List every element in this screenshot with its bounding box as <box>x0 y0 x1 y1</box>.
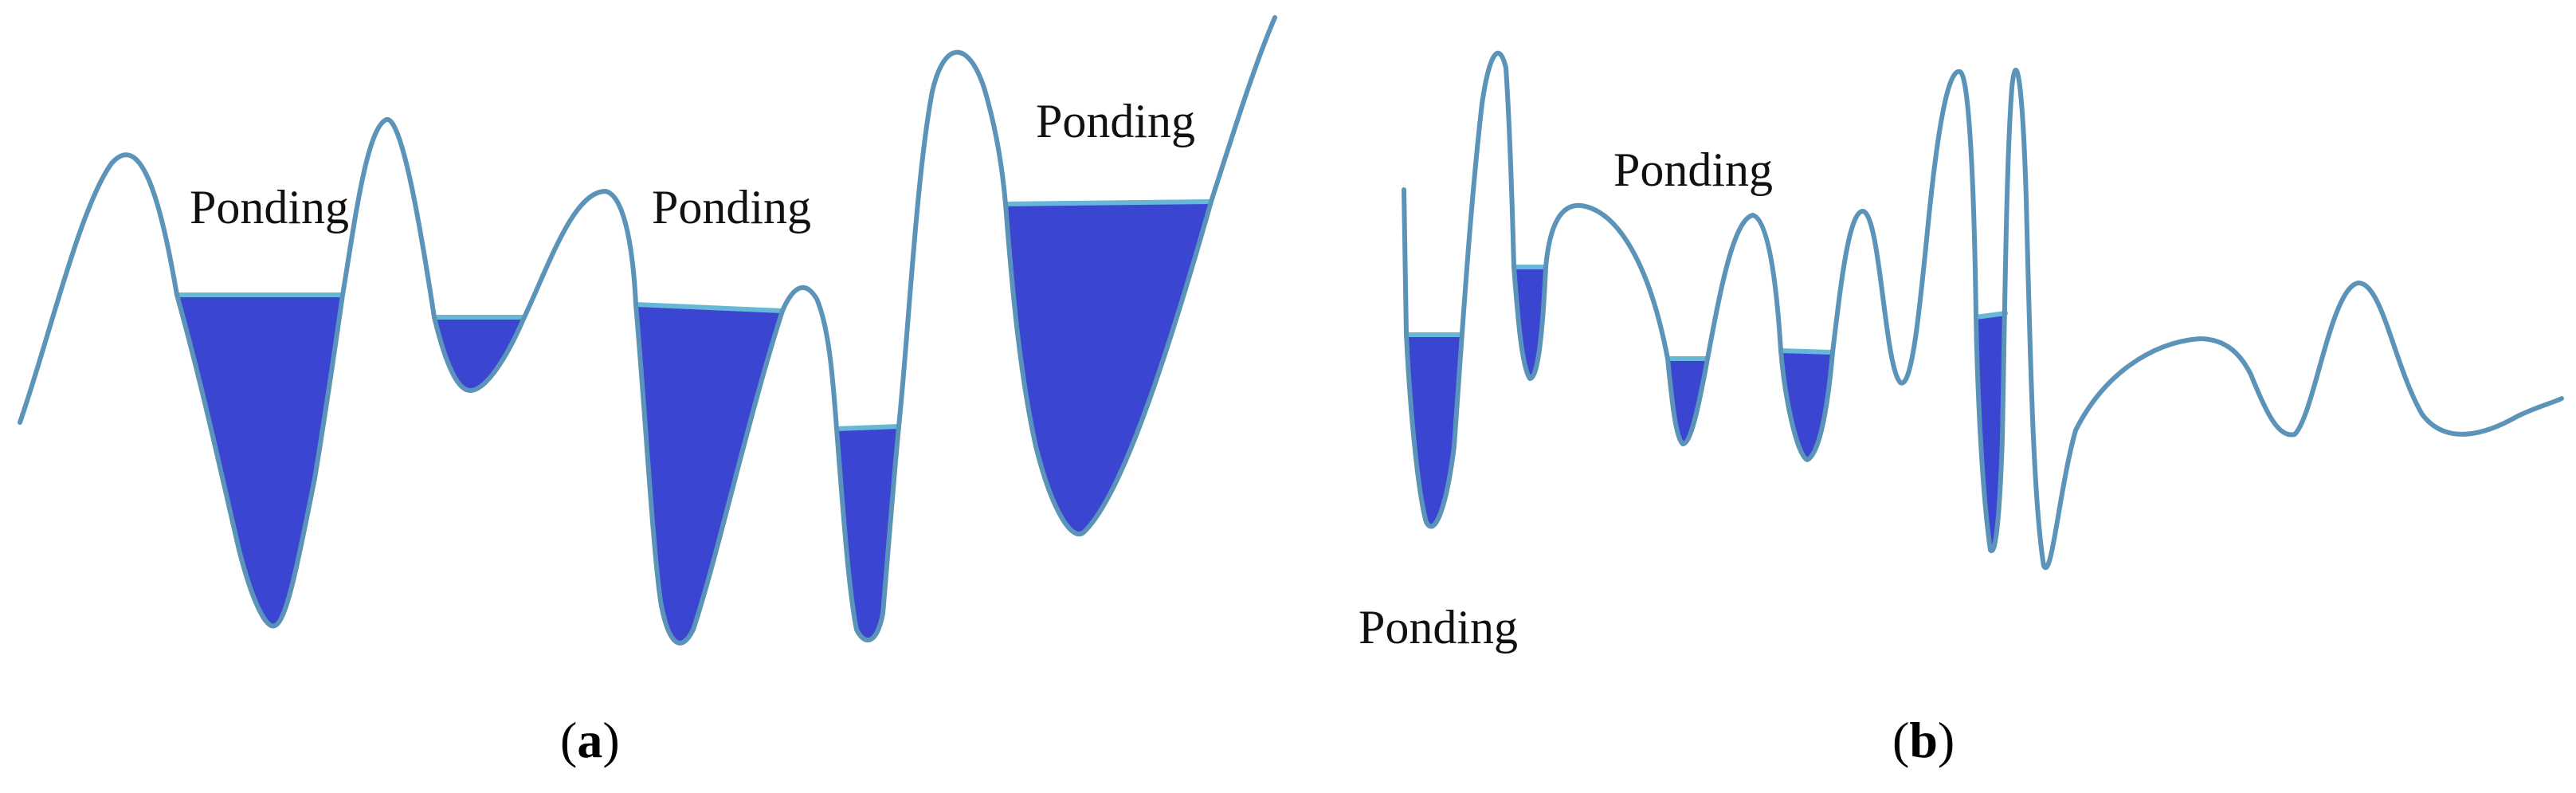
panel-a-caption: (a) <box>560 712 620 768</box>
terrain-profile-b <box>1402 50 2564 571</box>
panel-b-caption-close: ) <box>1938 712 1955 768</box>
panel-b-caption: (b) <box>1892 712 1955 768</box>
panel-b-caption-open: ( <box>1892 712 1909 768</box>
panel-a-caption-letter: a <box>577 712 602 768</box>
panel-b: Ponding Ponding (b) <box>1359 50 2564 768</box>
pond-a2 <box>434 317 524 391</box>
surface-b5 <box>1974 311 2008 320</box>
ponding-label-b1: Ponding <box>1613 143 1773 196</box>
ponding-label-a1: Ponding <box>190 181 349 234</box>
ponding-label-a2: Ponding <box>652 181 811 234</box>
panel-a-caption-close: ) <box>602 712 619 768</box>
surface-a4 <box>834 424 901 431</box>
surface-b4 <box>1778 348 1835 355</box>
pond-a3 <box>636 304 782 643</box>
ponding-label-b2: Ponding <box>1359 601 1518 654</box>
surface-a3 <box>633 302 785 313</box>
panel-b-caption-letter: b <box>1909 712 1938 768</box>
ponding-label-a3: Ponding <box>1036 95 1195 147</box>
pond-a5 <box>1006 202 1211 535</box>
terrain-profile-a <box>18 15 1277 646</box>
surface-a5 <box>1003 199 1214 206</box>
panel-a: Ponding Ponding Ponding (a) <box>18 15 1277 768</box>
panel-a-caption-open: ( <box>560 712 577 768</box>
